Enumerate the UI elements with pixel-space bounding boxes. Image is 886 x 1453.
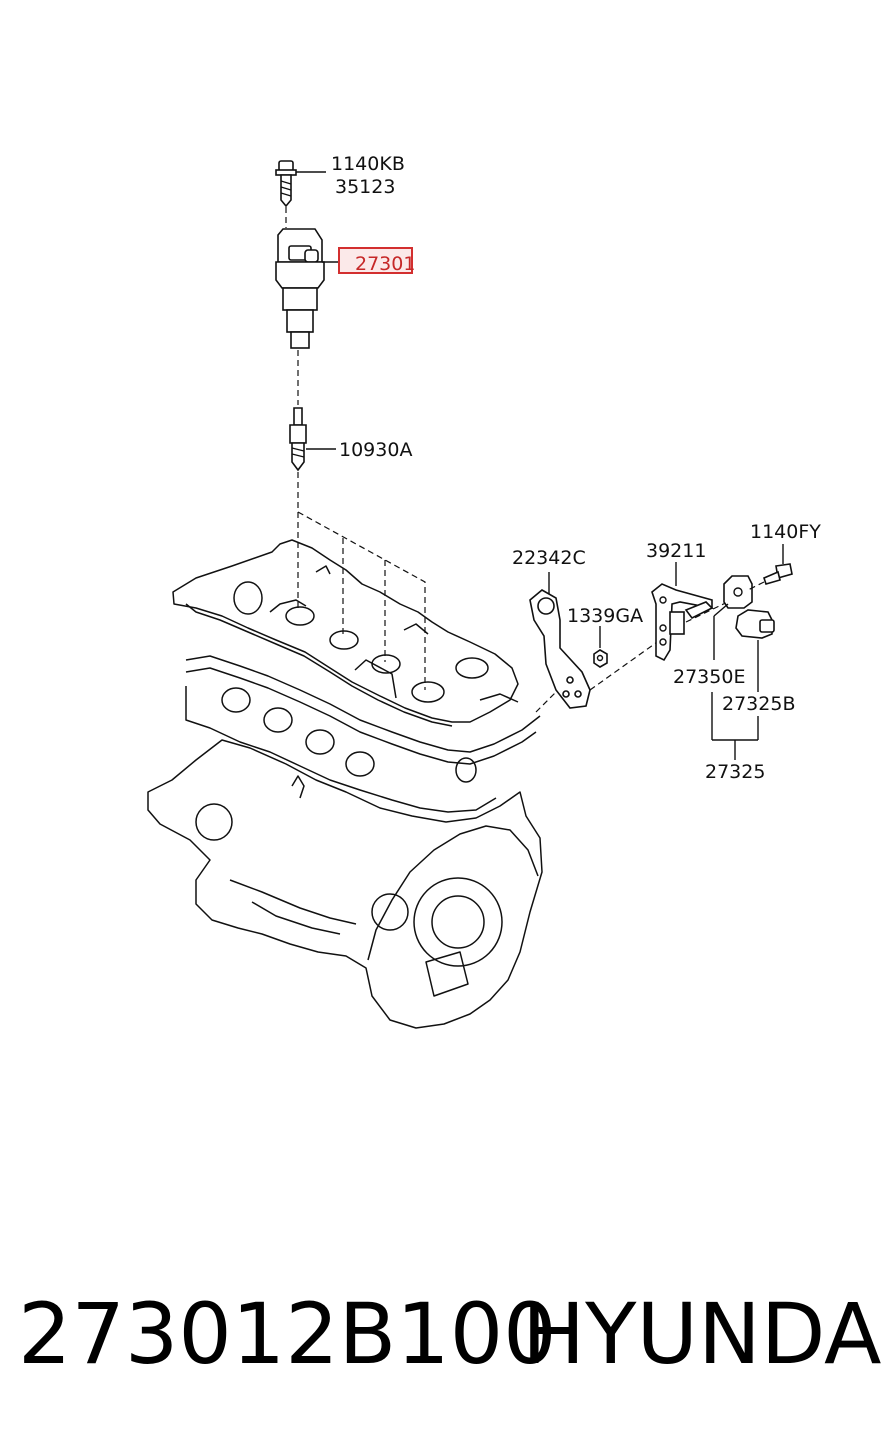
- ignition-coil-icon[interactable]: [275, 228, 325, 349]
- label-sensor-b: 27325B: [722, 693, 795, 715]
- engine-block-icon: [147, 539, 543, 1029]
- label-ignition-coil[interactable]: 27301: [355, 253, 415, 275]
- label-bracket: 22342C: [512, 547, 586, 569]
- label-sensor-bracket: 39211: [646, 540, 706, 562]
- label-nut: 1339GA: [567, 605, 643, 627]
- label-bolt-top: 1140KB: [331, 153, 405, 175]
- spark-plug-icon[interactable]: [289, 407, 307, 472]
- label-bolt-right: 1140FY: [750, 521, 821, 543]
- label-spark-plug: 10930A: [339, 439, 412, 461]
- bolt-right-icon[interactable]: [763, 563, 793, 585]
- label-sensor-a: 27350E: [673, 666, 745, 688]
- ignition-coil-highlight[interactable]: [338, 247, 413, 274]
- bolt-top-icon[interactable]: [275, 160, 297, 208]
- label-sensor-assembly: 27325: [705, 761, 765, 783]
- sensor-a-icon[interactable]: [723, 575, 753, 609]
- bracket-icon[interactable]: [529, 589, 591, 709]
- label-bolt-top-2: 35123: [335, 176, 395, 198]
- nut-icon[interactable]: [593, 649, 608, 668]
- part-number: 273012B100: [18, 1285, 557, 1383]
- sensor-bracket-icon[interactable]: [651, 583, 714, 662]
- sensor-b-icon[interactable]: [735, 609, 775, 639]
- brand-name: HYUNDAI: [522, 1285, 886, 1383]
